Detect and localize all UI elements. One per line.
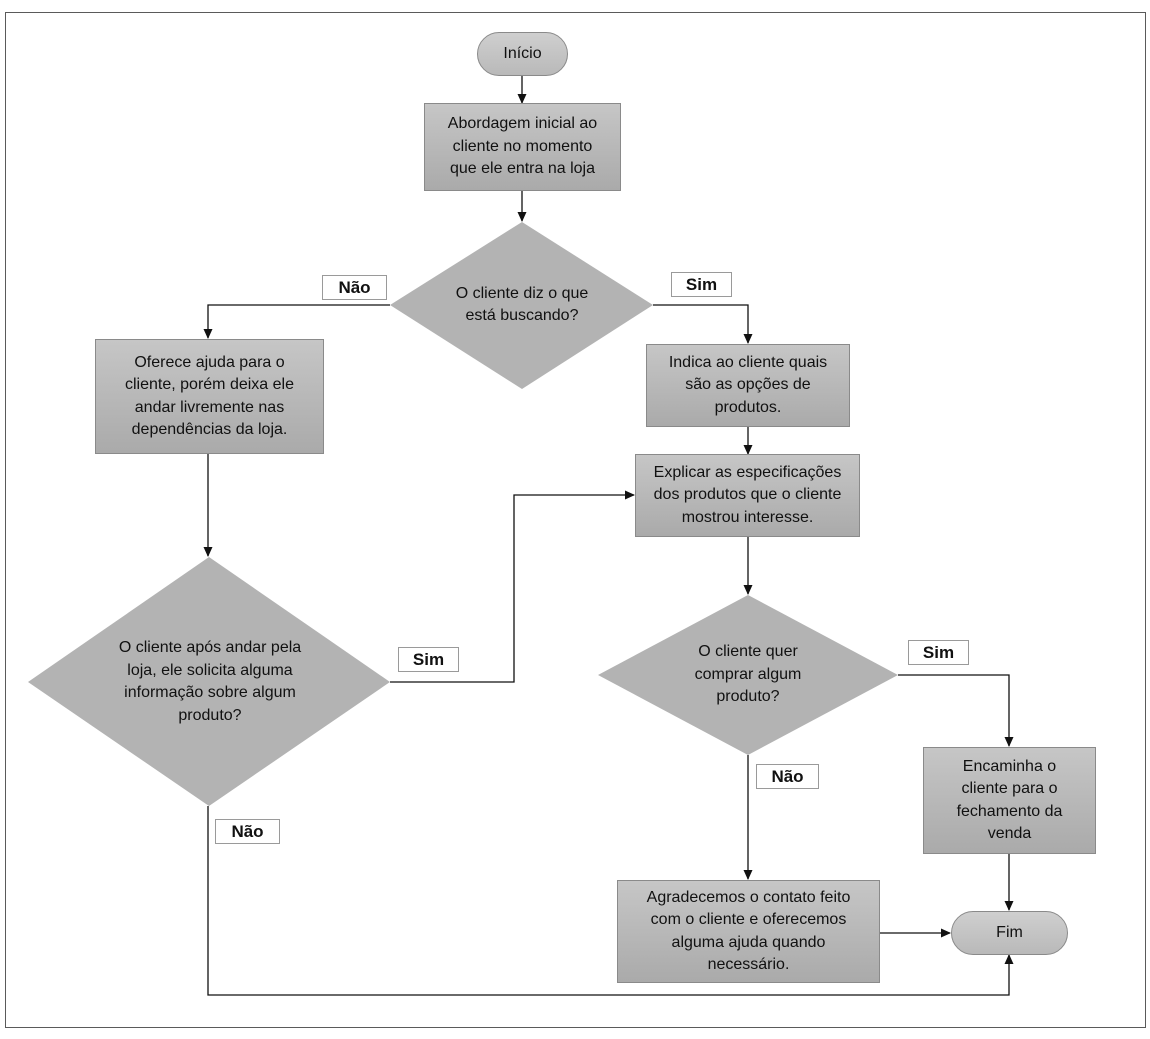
process-agradecemos: Agradecemos o contato feito com o client… [617,880,880,983]
decision-text-1: O cliente diz o que está buscando? [455,284,589,325]
label-decisao3-sim: Sim [908,640,969,665]
process-encaminha: Encaminha o cliente para o fechamento da… [923,747,1096,854]
end-terminal: Fim [951,911,1068,955]
label-decisao1-nao: Não [322,275,387,300]
process-abordagem: Abordagem inicial ao cliente no momento … [424,103,621,191]
decision-diamond-3 [598,595,898,755]
decision-diamond-1 [390,222,653,389]
label-decisao2-nao: Não [215,819,280,844]
process-oferece: Oferece ajuda para o cliente, porém deix… [95,339,324,454]
edge-decisao2-sim-explicar [390,490,635,683]
decision-diamond-2 [28,557,390,806]
edge-decisao3-sim-encaminha [898,674,1014,747]
edge-decisao1-sim-indica [653,304,753,344]
edge-decisao1-nao-oferece [203,304,390,339]
process-explicar: Explicar as especificações dos produtos … [635,454,860,537]
decision-text-3: O cliente quer comprar algum produto? [694,643,802,706]
process-indica: Indica ao cliente quais são as opções de… [646,344,850,427]
start-terminal: Início [477,32,568,76]
label-decisao1-sim: Sim [671,272,732,297]
diagram-frame [5,12,1146,1028]
label-decisao2-sim: Sim [398,647,459,672]
decision-text-2: O cliente após andar pela loja, ele soli… [118,639,302,724]
label-decisao3-nao: Não [756,764,819,789]
edge-decisao2-nao-fim [207,806,1014,996]
